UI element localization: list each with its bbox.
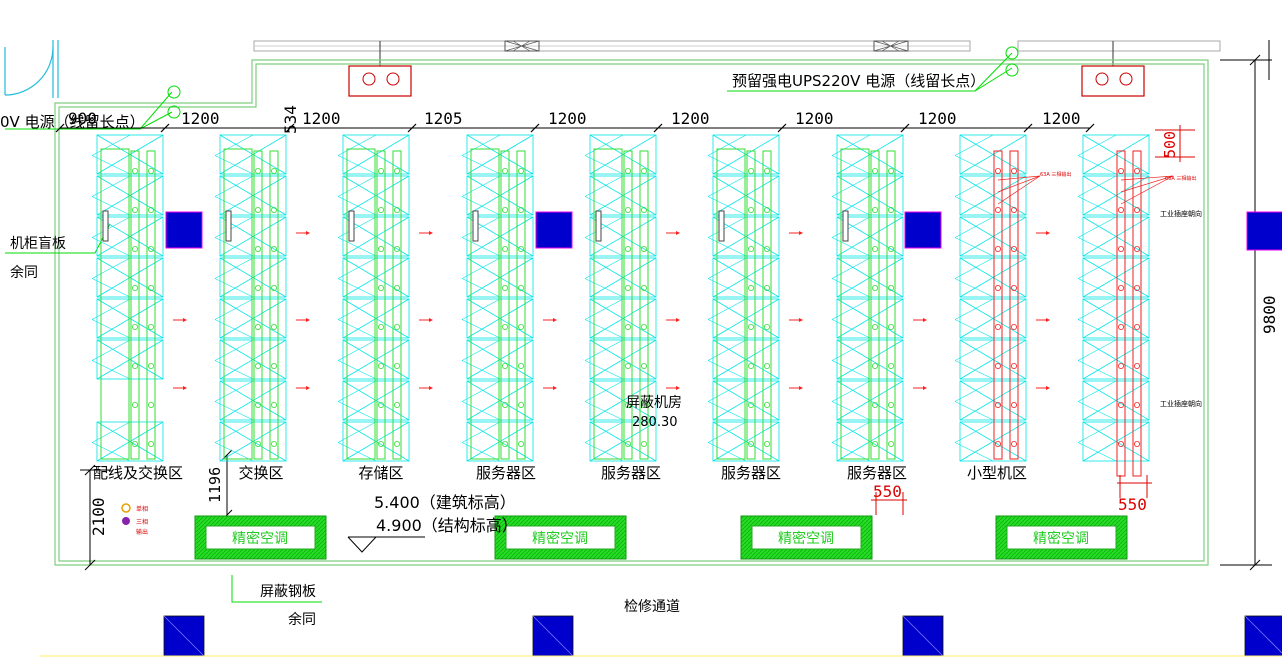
rack-row — [831, 134, 927, 462]
dim-2100: 2100 — [89, 497, 108, 536]
dim-534: 534 — [281, 105, 300, 134]
rack-area — [91, 134, 1174, 477]
room-name: 屏蔽机房 — [626, 395, 682, 411]
ac-label: 精密空调 — [532, 530, 588, 547]
passage-label: 检修通道 — [624, 599, 680, 615]
column-icon — [165, 211, 1282, 251]
socket-direction-2: 工业插座朝向 — [1160, 399, 1202, 408]
shield-plate-rest: 余同 — [288, 611, 316, 628]
dimension-500 — [1155, 125, 1195, 162]
room-walls — [54, 59, 1209, 566]
rack-row — [584, 134, 680, 462]
power-box — [348, 65, 1145, 97]
door-icon — [4, 40, 59, 98]
dim-top-5: 1200 — [548, 109, 587, 128]
zone-label: 服务器区 — [721, 464, 781, 482]
ac-unit: 精密空调 — [740, 515, 873, 560]
dim-top-8: 1200 — [918, 109, 957, 128]
dimension-550 — [871, 475, 1152, 515]
elevation-marker-icon — [347, 536, 425, 553]
dim-top-9: 1200 — [1042, 109, 1081, 128]
zone-label: 服务器区 — [476, 464, 536, 482]
zone-label: 服务器区 — [847, 464, 907, 482]
socket-direction: 工业插座朝向 — [1160, 209, 1202, 218]
top-wall — [253, 40, 1221, 66]
zone-label: 配线及交换区 — [93, 464, 183, 482]
ac-unit: 精密空调 — [194, 515, 327, 560]
dim-1196: 1196 — [206, 467, 224, 503]
rack-row — [707, 134, 803, 462]
dim-top-6: 1200 — [671, 109, 710, 128]
dim-550: 550 — [873, 482, 902, 501]
rack-row — [1077, 134, 1174, 477]
rack-row — [337, 134, 433, 462]
dim-top-7: 1200 — [795, 109, 834, 128]
zone-label: 服务器区 — [601, 464, 661, 482]
ac-label: 精密空调 — [232, 530, 288, 547]
dim-top-1: 1200 — [181, 109, 220, 128]
rack-row — [91, 134, 187, 462]
ac-label: 精密空调 — [778, 530, 834, 547]
left-power-label: 0V 电源（线留长点） — [0, 113, 145, 131]
dim-9800: 9800 — [1260, 295, 1279, 334]
tag-63a: 63A 三相输出 — [1040, 171, 1071, 178]
room-area: 280.30 — [632, 415, 678, 430]
legend-output: 输出 — [136, 528, 148, 536]
legend: 单相 三相 输出 — [121, 503, 148, 536]
tag-63a-2: 63A 三相输出 — [1165, 175, 1196, 182]
elevation-building: 5.400（建筑标高） — [374, 493, 516, 512]
ac-unit: 精密空调 — [995, 515, 1128, 560]
zone-label: 小型机区 — [967, 464, 1027, 482]
dim-top-3: 1200 — [302, 109, 341, 128]
blank-panel-rest: 余同 — [10, 264, 38, 281]
dim-500: 500 — [1161, 131, 1179, 158]
ac-unit: 精密空调 — [494, 515, 627, 560]
shield-plate-label: 屏蔽钢板 — [260, 584, 316, 600]
rack-row — [214, 134, 310, 462]
legend-single: 单相 — [136, 505, 148, 513]
zone-label: 交换区 — [238, 464, 283, 482]
zone-label: 存储区 — [358, 464, 403, 482]
dimension-left — [80, 464, 110, 571]
rack-row — [954, 134, 1050, 462]
dim-top-0: 900 — [68, 109, 97, 128]
dim-550-b: 550 — [1118, 495, 1147, 514]
ac-label: 精密空调 — [1033, 530, 1089, 547]
column-icon — [163, 615, 1282, 657]
rack-row — [461, 134, 557, 462]
dim-top-4: 1205 — [424, 109, 463, 128]
ups-power-label: 预留强电UPS220V 电源（线留长点） — [732, 72, 985, 90]
elevation-structure: 4.900（结构标高） — [376, 516, 518, 535]
dimension-right — [1220, 54, 1272, 571]
blank-panel-label: 机柜盲板 — [10, 235, 66, 252]
legend-three: 三相 — [136, 518, 148, 526]
